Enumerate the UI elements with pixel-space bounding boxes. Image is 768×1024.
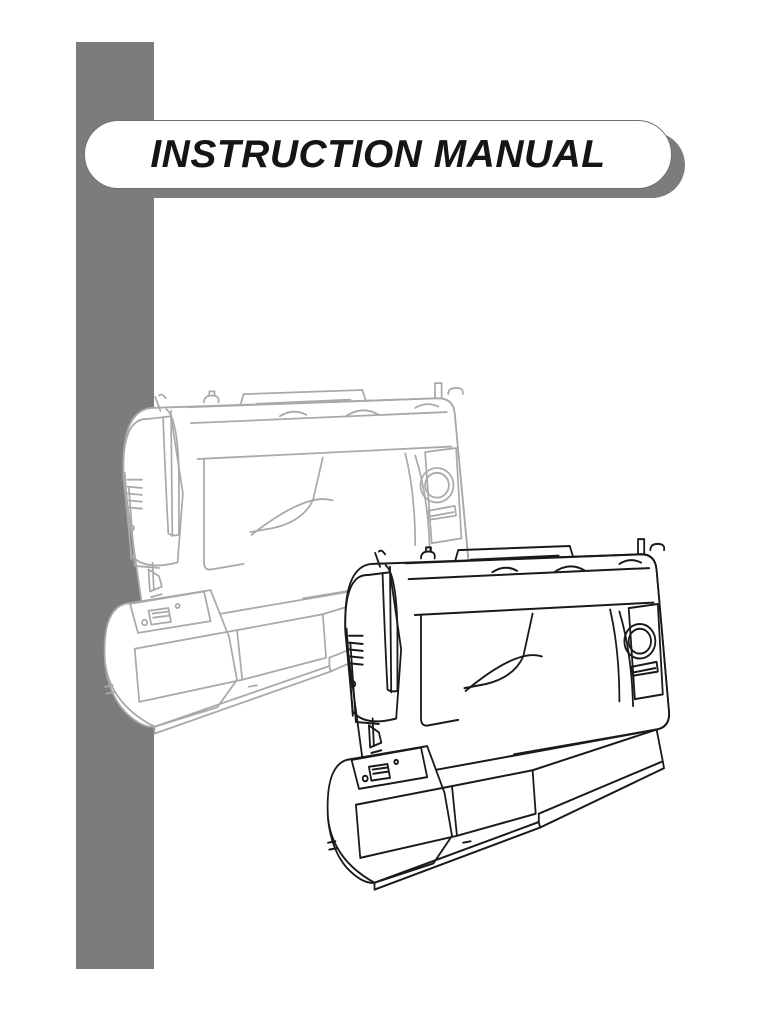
cover-title: INSTRUCTION MANUAL [150, 133, 606, 176]
sewing-machine-front [326, 538, 671, 891]
title-banner [84, 120, 672, 189]
